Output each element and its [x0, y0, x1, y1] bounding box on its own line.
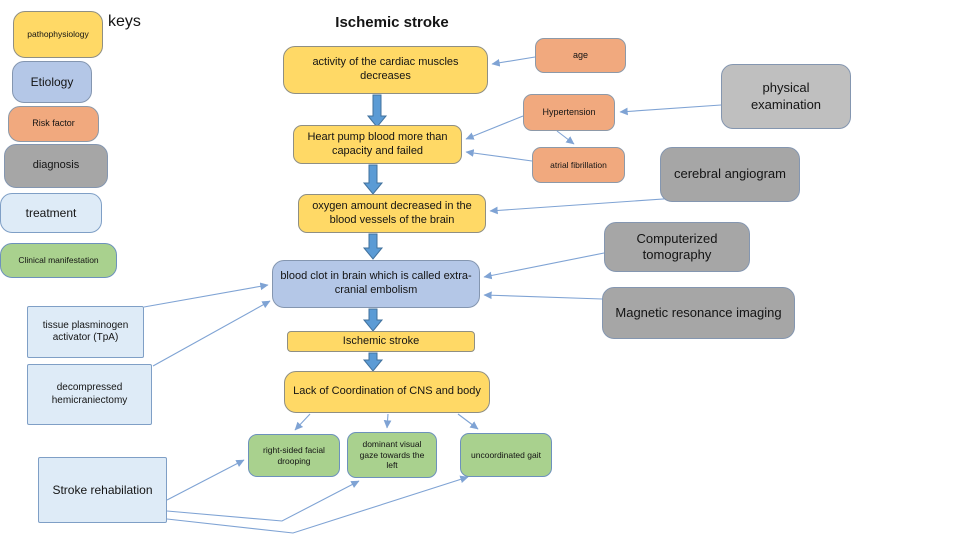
connector-rehab-to-uncoordinated-gait [166, 475, 469, 534]
connector-age-to-activity [491, 56, 536, 67]
legend-heading: keys [108, 13, 141, 30]
connector-tpa-to-clot [143, 282, 269, 308]
connector-lack-to-uncoordinated-gait [457, 413, 479, 430]
connector-mri-to-clot [483, 291, 603, 300]
node-blood-clot: blood clot in brain which is called extr… [272, 260, 480, 308]
node-hypertension: Hypertension [523, 94, 615, 131]
legend-item-pathophysiology: pathophysiology [13, 11, 103, 58]
node-ischemic-stroke: Ischemic stroke [287, 331, 475, 352]
connector-physical-exam-to-hypertension [619, 104, 722, 116]
node-facial-drooping: right-sided facial drooping [248, 434, 340, 477]
node-atrial-fibrillation: atrial fibrillation [532, 147, 625, 183]
legend-item-etiology: Etiology [12, 61, 92, 103]
connector-cerebral-angiogram-to-oxygen [489, 196, 693, 215]
node-magnetic-resonance-imaging: Magnetic resonance imaging [602, 287, 795, 339]
legend-item-clinical-manifestation: Clinical manifestation [0, 243, 117, 278]
node-cerebral-angiogram: cerebral angiogram [660, 147, 800, 202]
node-uncoordinated-gait: uncoordinated gait [460, 433, 552, 477]
legend-item-risk-factor: Risk factor [8, 106, 99, 142]
node-stroke-rehabilation: Stroke rehabilation [38, 457, 167, 523]
flow-arrow-clot-to-stroke [362, 308, 384, 332]
connector-rehab-to-visual-gaze [166, 480, 360, 522]
node-hemicraniectomy: decompressed hemicraniectomy [27, 364, 152, 425]
flow-arrow-stroke-to-lack [362, 352, 384, 372]
node-tpa: tissue plasminogen activator (TpA) [27, 306, 144, 358]
connector-hypertension-to-heart [465, 115, 524, 140]
diagram-title: Ischemic stroke [335, 14, 449, 31]
connector-hemicraniectomy-to-clot [152, 300, 271, 367]
flow-arrow-activity-to-heart [366, 94, 388, 128]
node-physical-examination: physical examination [721, 64, 851, 129]
node-age: age [535, 38, 626, 73]
node-computerized-tomography: Computerized tomography [604, 222, 750, 272]
flow-arrow-oxygen-to-clot [362, 233, 384, 260]
connector-rehab-to-facial-drooping [166, 459, 245, 501]
legend-item-treatment: treatment [0, 193, 102, 233]
node-oxygen-decreased: oxygen amount decreased in the blood ves… [298, 194, 486, 233]
node-activity-cardiac-muscles: activity of the cardiac muscles decrease… [283, 46, 488, 94]
connector-hypertension-to-atrial-fib [556, 130, 575, 145]
connector-lack-to-visual-gaze [383, 413, 392, 429]
connector-ct-to-clot [483, 252, 605, 280]
connector-atrial-fib-to-heart [465, 149, 533, 162]
connector-lack-to-facial-drooping [294, 413, 311, 431]
node-visual-gaze: dominant visual gaze towards the left [347, 432, 437, 478]
node-heart-pump: Heart pump blood more than capacity and … [293, 125, 462, 164]
node-lack-of-coordination: Lack of Coordination of CNS and body [284, 371, 490, 413]
legend-item-diagnosis: diagnosis [4, 144, 108, 188]
flow-arrow-heart-to-oxygen [362, 164, 384, 195]
